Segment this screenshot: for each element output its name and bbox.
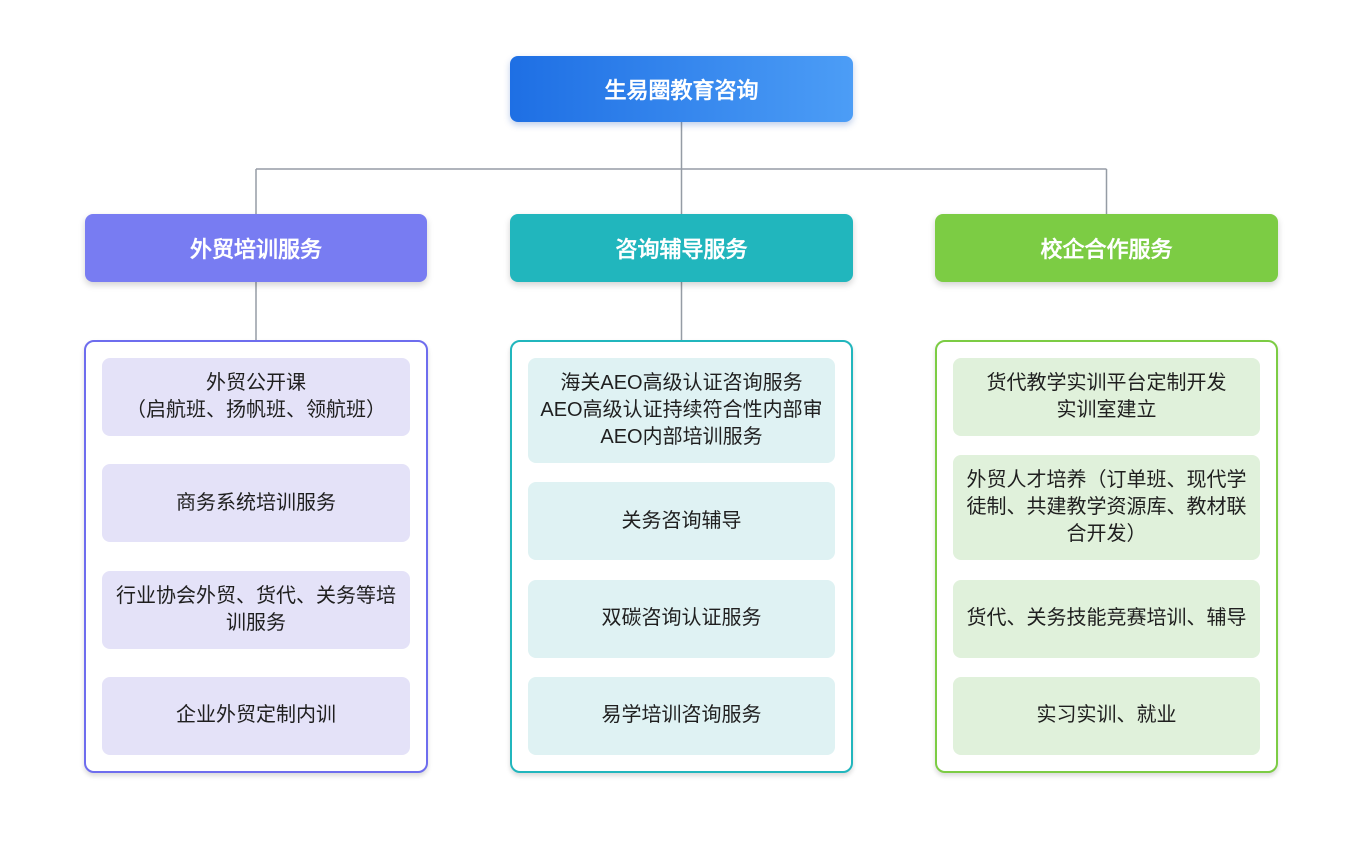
branch-header-school-enterprise: 校企合作服务: [935, 214, 1278, 282]
leaf-node: 货代教学实训平台定制开发 实训室建立: [953, 358, 1260, 436]
branch-header-consulting-coaching: 咨询辅导服务: [510, 214, 853, 282]
leaf-node: 外贸公开课 （启航班、扬帆班、领航班）: [102, 358, 410, 436]
root-node: 生易圈教育咨询: [510, 56, 853, 122]
leaf-node: 易学培训咨询服务: [528, 676, 835, 755]
leaf-node: 企业外贸定制内训: [102, 676, 410, 755]
root-node-label: 生易圈教育咨询: [604, 78, 759, 103]
leaf-node: 货代、关务技能竞赛培训、辅导: [953, 579, 1260, 658]
branch-header-label: 咨询辅导服务: [615, 237, 748, 262]
leaf-node: 行业协会外贸、货代、关务等培训服务: [102, 570, 410, 649]
branch-header-label: 外贸培训服务: [189, 237, 322, 262]
leaf-node: 实习实训、就业: [953, 676, 1260, 755]
branch-group-foreign-trade-training: 外贸公开课 （启航班、扬帆班、领航班） 商务系统培训服务 行业协会外贸、货代、关…: [84, 340, 428, 773]
branch-header-foreign-trade-training: 外贸培训服务: [85, 214, 427, 282]
leaf-node: 双碳咨询认证服务: [528, 579, 835, 658]
leaf-node: 关务咨询辅导: [528, 482, 835, 561]
branch-header-label: 校企合作服务: [1040, 237, 1173, 262]
leaf-node: 外贸人才培养（订单班、现代学徒制、共建教学资源库、教材联合开发）: [953, 455, 1260, 561]
branch-group-consulting-coaching: 海关AEO高级认证咨询服务 AEO高级认证持续符合性内部审 AEO内部培训服务 …: [510, 340, 853, 773]
leaf-node: 商务系统培训服务: [102, 464, 410, 543]
branch-group-school-enterprise: 货代教学实训平台定制开发 实训室建立 外贸人才培养（订单班、现代学徒制、共建教学…: [935, 340, 1278, 773]
leaf-node: 海关AEO高级认证咨询服务 AEO高级认证持续符合性内部审 AEO内部培训服务: [528, 358, 835, 463]
